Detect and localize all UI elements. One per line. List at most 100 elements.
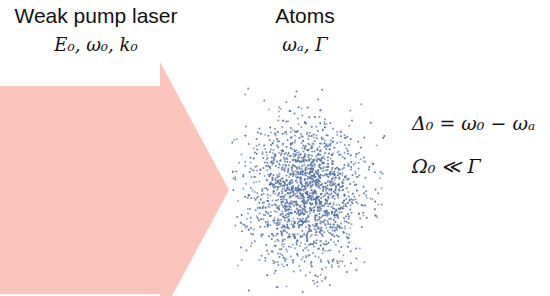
atom-dot: [299, 209, 301, 211]
atom-dot: [320, 203, 322, 205]
atom-dot: [327, 223, 329, 225]
atom-dot: [283, 184, 285, 186]
atom-dot: [302, 256, 304, 258]
atom-dot: [314, 234, 316, 236]
atom-dot: [320, 193, 322, 195]
atom-dot: [319, 232, 321, 234]
atom-dot: [256, 149, 258, 151]
atom-dot: [311, 167, 313, 169]
atom-dot: [317, 219, 319, 221]
atom-dot: [297, 217, 299, 219]
atom-dot: [304, 171, 306, 173]
atom-dot: [337, 171, 339, 173]
atom-dot: [382, 173, 384, 175]
atom-dot: [295, 131, 297, 133]
atom-dot: [285, 190, 287, 192]
atom-dot: [279, 173, 281, 175]
atom-dot: [319, 150, 321, 152]
atom-dot: [336, 167, 338, 169]
atom-dot: [324, 153, 326, 155]
atom-dot: [310, 158, 312, 160]
atom-dot: [268, 253, 270, 255]
atom-dot: [324, 121, 326, 123]
atom-dot: [321, 143, 323, 145]
atom-dot: [338, 266, 340, 268]
atom-dot: [324, 186, 326, 188]
atom-dot: [333, 202, 335, 204]
atom-dot: [286, 157, 288, 159]
atom-dot: [288, 214, 290, 216]
atom-dot: [309, 202, 311, 204]
atom-dot: [300, 126, 302, 128]
atom-dot: [333, 195, 335, 197]
atom-dot: [312, 203, 314, 205]
atom-dot: [330, 218, 332, 220]
atom-dot: [345, 137, 347, 139]
atom-dot: [291, 136, 293, 138]
atom-dot: [307, 149, 309, 151]
atom-dot: [289, 173, 291, 175]
atom-dot: [318, 186, 320, 188]
atom-dot: [246, 218, 248, 220]
atom-dot: [350, 262, 352, 264]
atom-dot: [347, 202, 349, 204]
atom-dot: [278, 111, 280, 113]
atom-dot: [347, 213, 349, 215]
atom-dot: [340, 131, 342, 133]
atom-dot: [267, 206, 269, 208]
atom-dot: [263, 187, 265, 189]
atom-dot: [287, 154, 289, 156]
atom-dot: [308, 173, 310, 175]
atom-dot: [233, 178, 235, 180]
atom-dot: [339, 186, 341, 188]
atom-dot: [309, 167, 311, 169]
atom-dot: [328, 152, 330, 154]
atom-dot: [291, 220, 293, 222]
atom-dot: [275, 165, 277, 167]
atom-dot: [288, 152, 290, 154]
atom-dot: [369, 198, 371, 200]
atom-dot: [270, 144, 272, 146]
atom-dot: [256, 192, 258, 194]
atom-dot: [324, 142, 326, 144]
atom-dot: [329, 227, 331, 229]
atom-dot: [294, 237, 296, 239]
atom-dot: [302, 195, 304, 197]
atom-dot: [262, 151, 264, 153]
atom-dot: [271, 161, 273, 163]
atom-dot: [304, 148, 306, 150]
atom-dot: [279, 248, 281, 250]
atom-dot: [295, 174, 297, 176]
atom-dot: [292, 244, 294, 246]
atom-dot: [334, 214, 336, 216]
atom-dot: [244, 161, 246, 163]
atom-dot: [277, 286, 279, 288]
atom-dot: [333, 183, 335, 185]
atom-dot: [363, 136, 365, 138]
atom-dot: [278, 192, 280, 194]
atom-dot: [289, 110, 291, 112]
atom-dot: [264, 226, 266, 228]
atom-dot: [259, 226, 261, 228]
atom-dot: [271, 251, 273, 253]
atom-dot: [283, 180, 285, 182]
atom-dot: [316, 225, 318, 227]
atom-dot: [274, 154, 276, 156]
atom-dot: [305, 168, 307, 170]
atom-dot: [303, 233, 305, 235]
atom-dot: [313, 225, 315, 227]
atom-dot: [294, 140, 296, 142]
atom-dot: [279, 256, 281, 258]
atom-dot: [265, 207, 267, 209]
atom-dot: [326, 215, 328, 217]
atom-dot: [301, 183, 303, 185]
atom-dot: [316, 231, 318, 233]
atom-dot: [296, 152, 298, 154]
atom-dot: [272, 260, 274, 262]
atom-dot: [271, 157, 273, 159]
atom-dot: [298, 227, 300, 229]
atom-dot: [346, 147, 348, 149]
atom-dot: [320, 174, 322, 176]
atom-dot: [247, 197, 249, 199]
atom-dot: [298, 161, 300, 163]
